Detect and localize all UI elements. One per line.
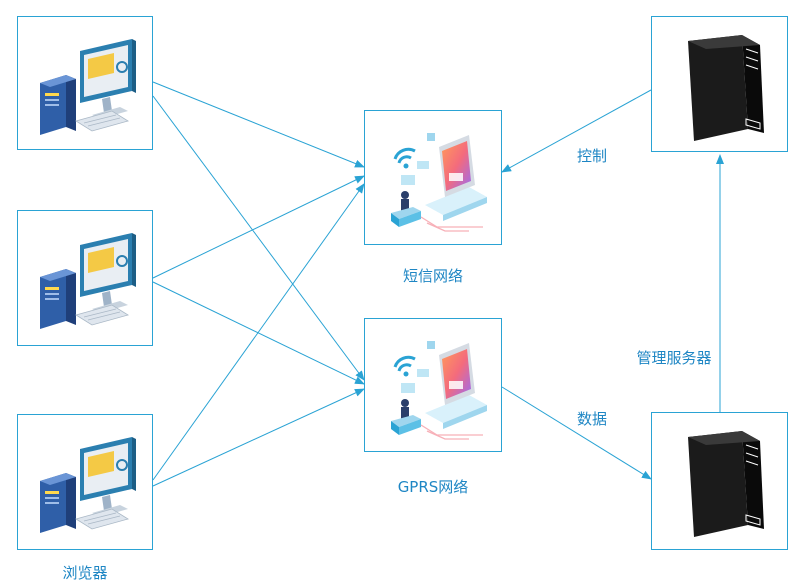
server-tower-icon	[688, 35, 764, 141]
browser-computer-2	[17, 210, 153, 346]
gprs-network-label: GPRS网络	[397, 478, 469, 496]
browser-label: 浏览器	[62, 564, 108, 582]
sms-network-node	[364, 110, 502, 245]
control-label: 控制	[576, 147, 607, 165]
network-illustration-icon	[391, 341, 487, 440]
edge-pc1-gprs	[152, 95, 365, 381]
browser-computer-1	[17, 16, 153, 150]
gprs-network-node	[364, 318, 502, 452]
sms-network-label: 短信网络	[402, 267, 463, 285]
edge-gprs-data	[501, 386, 652, 480]
edge-pc2-gprs	[152, 281, 365, 385]
server-tower-icon	[688, 431, 764, 537]
server-node-top	[651, 16, 788, 152]
edge-pc3-gprs	[152, 388, 365, 487]
edge-pc2-sms	[152, 175, 365, 279]
edge-pc3-sms	[152, 183, 365, 481]
edge-pc1-sms	[152, 81, 365, 168]
server-node-bottom	[651, 412, 788, 550]
browser-computer-3	[17, 414, 153, 550]
data-label: 数据	[576, 410, 607, 428]
management-server-label: 管理服务器	[636, 349, 712, 367]
network-illustration-icon	[391, 133, 487, 232]
desktop-computer-icon	[40, 39, 136, 135]
edge-server-control	[501, 89, 652, 173]
desktop-computer-icon	[40, 233, 136, 329]
desktop-computer-icon	[40, 437, 136, 533]
